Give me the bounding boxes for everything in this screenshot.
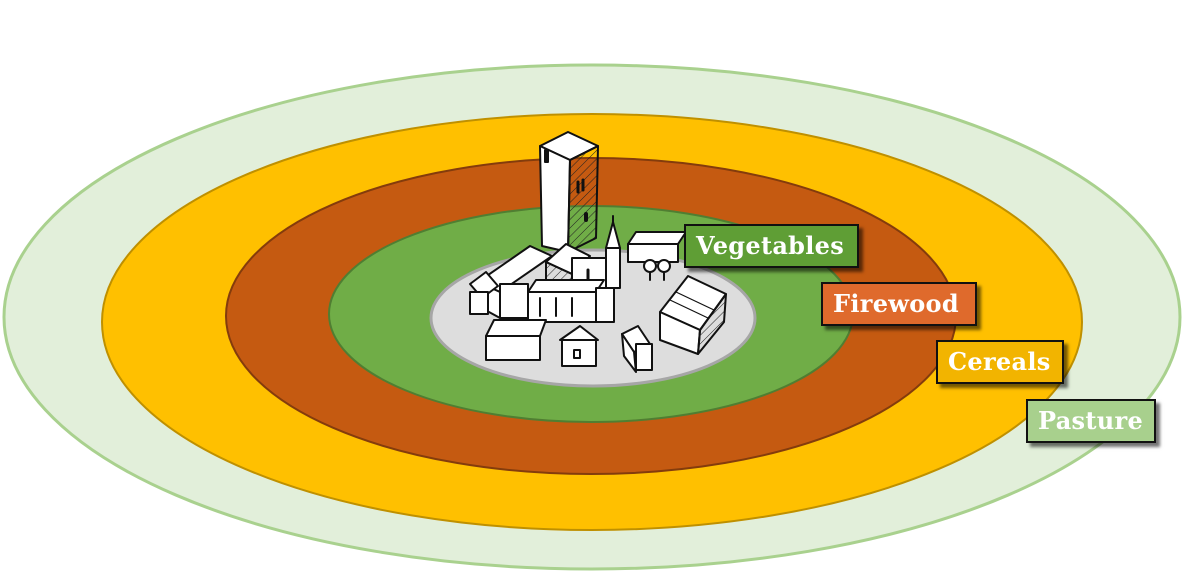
vegetables-label: Vegetables [684, 224, 859, 268]
house-bottom-left-icon [485, 319, 547, 361]
town-sketch-illustration [469, 131, 727, 373]
tower-icon [539, 131, 599, 253]
longhouse-icon [469, 245, 553, 319]
house-bottom-right-icon [621, 325, 653, 373]
cereals-label: Cereals [936, 340, 1064, 384]
townhall-icon [527, 279, 615, 323]
house-bottom-center-icon [559, 325, 599, 367]
barn-icon [659, 275, 727, 355]
firewood-label: Firewood [821, 282, 977, 326]
pasture-label: Pasture [1026, 399, 1156, 443]
